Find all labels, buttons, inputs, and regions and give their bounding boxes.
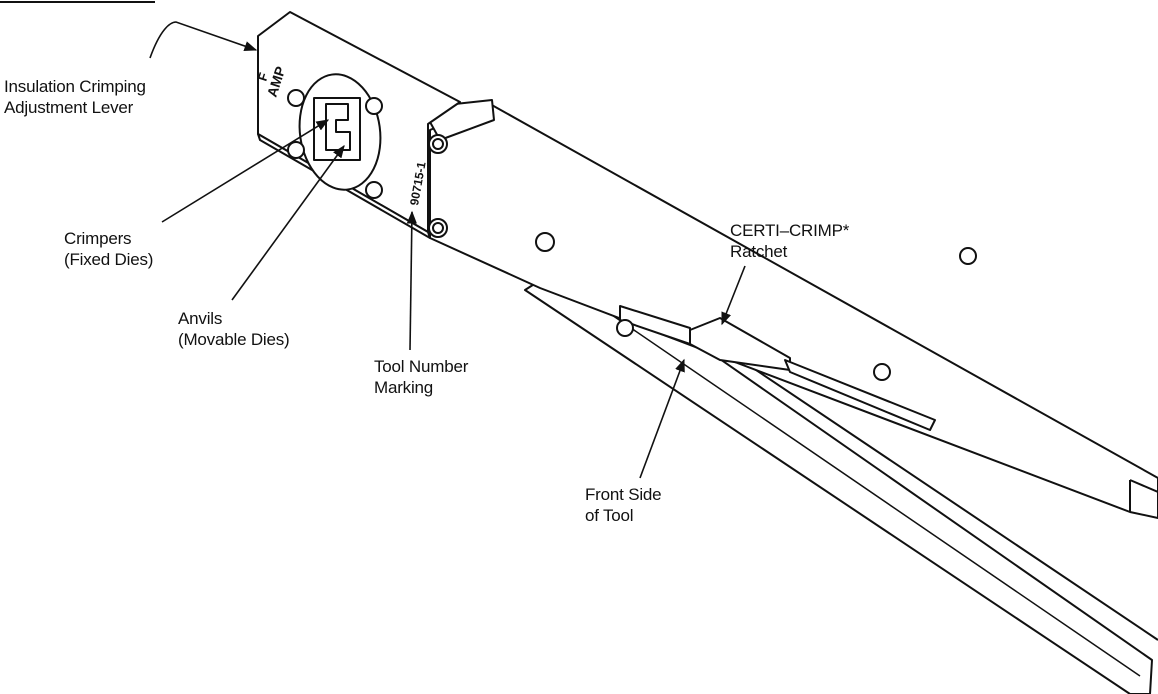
head-hole-1	[287, 89, 305, 107]
leader-lines	[149, 21, 746, 479]
pivot-bolt-lower-ring	[432, 222, 444, 234]
leader-crimpers	[161, 119, 330, 223]
head-hole-3	[287, 141, 305, 159]
callout-tool-number: Tool Number Marking	[374, 357, 469, 397]
head-hole-2	[365, 97, 383, 115]
handle-hole-2	[616, 319, 634, 337]
upper-handle-lip	[1129, 479, 1158, 512]
leader-tool-number	[406, 210, 417, 351]
callout-crimpers: Crimpers (Fixed Dies)	[64, 229, 154, 269]
head-hole-4	[365, 181, 383, 199]
tool-body	[257, 11, 1158, 694]
leader-insulation-lever	[149, 21, 258, 59]
pivot-bolt-upper-ring	[432, 138, 444, 150]
upper-handle	[429, 103, 1158, 519]
leader-ratchet	[721, 265, 746, 326]
pivot-bolt-upper	[428, 134, 448, 154]
callout-anvils: Anvils (Movable Dies)	[178, 309, 290, 349]
leader-front-side	[639, 358, 685, 479]
callout-ratchet: CERTI–CRIMP* Ratchet	[730, 221, 850, 261]
handle-hole-3	[873, 363, 891, 381]
callout-front-side: Front Side of Tool	[585, 485, 662, 525]
leader-anvils	[231, 144, 345, 301]
ratchet-pawl	[784, 359, 936, 431]
callout-insulation-lever: Insulation Crimping Adjustment Lever	[4, 77, 146, 117]
handle-hole-4	[959, 247, 977, 265]
ratchet-arm	[619, 305, 691, 345]
handle-hole-1	[535, 232, 555, 252]
pivot-bolt-lower	[428, 218, 448, 238]
